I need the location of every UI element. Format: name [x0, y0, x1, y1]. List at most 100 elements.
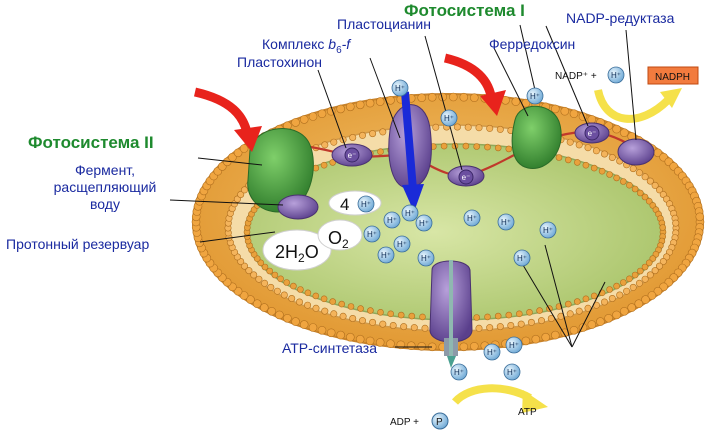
hydrogen-ion: H⁺	[539, 221, 557, 239]
svg-text:H⁺: H⁺	[454, 368, 464, 377]
lipid-head	[386, 339, 395, 349]
lipid-head	[582, 295, 590, 303]
lipid-head	[659, 257, 667, 265]
lipid-head	[619, 279, 627, 286]
lipid-head	[417, 341, 427, 351]
lipid-head	[369, 130, 377, 138]
lipid-head	[267, 283, 275, 291]
enzyme-label-line2: расщепляющий	[53, 179, 157, 195]
oxygen-bubble	[317, 219, 363, 251]
photosystem-ii-label: Фотосистема II	[28, 133, 154, 152]
lipid-head	[475, 324, 483, 332]
lipid-head	[606, 286, 613, 293]
lipid-head	[312, 304, 320, 312]
lipid-head	[600, 298, 608, 306]
svg-text:H⁺: H⁺	[395, 84, 405, 93]
svg-text:H⁺: H⁺	[361, 200, 371, 209]
water-o: O	[305, 242, 319, 262]
lipid-head	[336, 104, 346, 114]
atp-synthase-label: АТР-синтетаза	[282, 340, 378, 356]
lipid-head	[330, 310, 338, 318]
lipid-head	[250, 271, 258, 279]
lipid-head	[537, 317, 545, 325]
lipid-head	[655, 186, 663, 194]
lipid-head	[304, 301, 312, 309]
lipid-head	[590, 292, 598, 300]
lipid-head	[526, 308, 533, 316]
lipid-head	[267, 306, 277, 316]
lipid-head	[349, 314, 357, 322]
lipid-head	[400, 323, 408, 331]
lipid-head	[473, 314, 481, 321]
lipid-head	[291, 317, 300, 326]
lipid-head	[573, 298, 581, 305]
lipid-head	[473, 143, 481, 150]
svg-text:e⁻: e⁻	[462, 173, 471, 182]
nadph-arrow	[594, 88, 671, 123]
lipid-head	[566, 310, 574, 318]
lipid-head	[541, 332, 551, 342]
lipid-head	[375, 338, 385, 347]
electron-marker: e⁻	[344, 147, 360, 163]
lipid-head	[608, 294, 616, 302]
hydrogen-ion: H⁺	[497, 213, 515, 231]
lipid-head	[261, 279, 269, 287]
plastocyanin-label: Пластоцианин	[337, 16, 431, 32]
lipid-head	[505, 311, 513, 319]
lipid-head	[339, 312, 347, 320]
photosystem-i-complex	[511, 105, 562, 169]
lipid-head	[257, 259, 265, 267]
lipid-head	[486, 324, 494, 332]
lipid-head	[536, 307, 543, 314]
hydrogen-ion: H⁺	[526, 87, 544, 105]
lipid-head	[277, 275, 284, 283]
lipid-head	[612, 310, 621, 320]
lipid-head	[484, 313, 491, 321]
hydrogen-ion: H⁺	[463, 209, 481, 227]
water-splitting-enzyme	[277, 194, 319, 220]
lipid-head	[631, 271, 639, 279]
lipid-head	[612, 124, 621, 134]
lipid-head	[695, 212, 705, 222]
lipid-head	[575, 307, 583, 315]
lipid-head	[604, 313, 613, 323]
lipid-head	[626, 275, 633, 283]
electron-marker: e⁻	[458, 169, 474, 185]
lipid-head	[330, 138, 338, 146]
light-arrow-psi-head	[480, 90, 506, 116]
hydrogen-ion: H⁺	[415, 214, 433, 232]
four-coefficient: 4	[340, 195, 349, 214]
hydrogen-ion: H⁺	[607, 66, 625, 84]
water-sub: 2	[298, 251, 305, 265]
lipid-head	[396, 340, 406, 350]
nadph-text: NADPH	[655, 72, 690, 83]
lipid-head	[280, 291, 288, 299]
lipid-head	[358, 131, 366, 139]
enzyme-label-line1: Фермент,	[74, 162, 136, 178]
lipid-head	[606, 171, 613, 178]
svg-text:H⁺: H⁺	[387, 216, 397, 225]
hydrogen-ion: H⁺	[503, 363, 521, 381]
nadph-box	[647, 66, 699, 85]
lipid-head	[369, 318, 377, 326]
lipid-head	[421, 324, 429, 332]
lipid-head	[573, 159, 581, 166]
lipid-head	[308, 112, 318, 121]
atp-arrow	[452, 384, 532, 405]
nadp-reductase-label: NADP-редуктаза	[566, 10, 675, 26]
svg-text:H⁺: H⁺	[467, 214, 477, 223]
svg-text:H⁺: H⁺	[517, 254, 527, 263]
lipid-head	[511, 97, 521, 106]
atp-synthase-out-arrow	[447, 356, 456, 368]
lipid-head	[410, 324, 418, 332]
complex-b6f-prefix: Комплекс	[262, 36, 329, 52]
lipid-head	[291, 118, 300, 127]
lipid-head	[259, 303, 269, 312]
lipid-head	[321, 141, 329, 149]
water-formula: 2H2O	[275, 242, 319, 265]
lipid-head	[462, 142, 470, 150]
lipid-head	[619, 306, 629, 316]
svg-text:H⁺: H⁺	[367, 230, 377, 239]
lipid-head	[459, 342, 469, 352]
complex-b6f-suffix: -f	[341, 36, 351, 52]
